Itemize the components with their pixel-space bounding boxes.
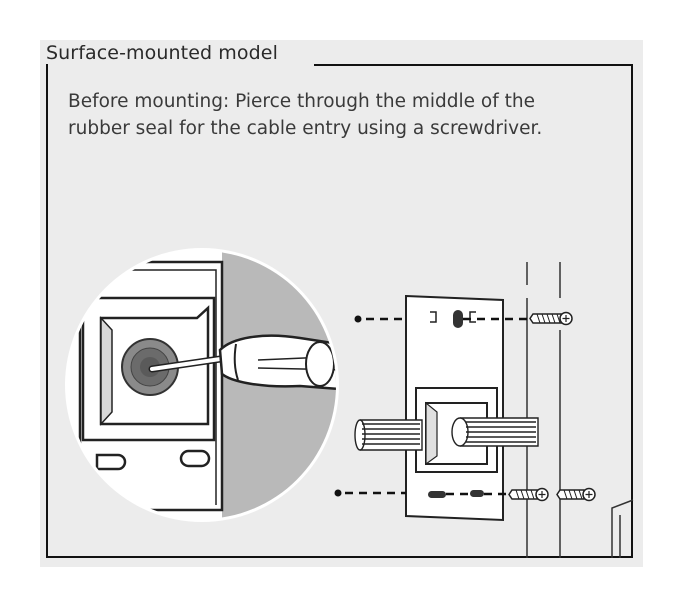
magnified-seal-view (65, 248, 339, 522)
frame-top-rule (314, 64, 633, 66)
screwdriver (218, 334, 336, 392)
drill-hole-top (354, 315, 362, 323)
illustration-frame (46, 64, 633, 558)
drill-hole-bottom (334, 489, 342, 497)
screw-bottom-2 (556, 487, 596, 502)
screw-bottom-1 (508, 487, 549, 502)
mounting-plate (405, 294, 504, 522)
wall-lines (526, 262, 634, 558)
alignment-guides (345, 317, 532, 496)
screw-top (529, 311, 573, 326)
section-title: Surface-mounted model (46, 42, 278, 64)
cable-bundles (354, 417, 539, 451)
instruction-text: Before mounting: Pierce through the midd… (68, 91, 543, 139)
